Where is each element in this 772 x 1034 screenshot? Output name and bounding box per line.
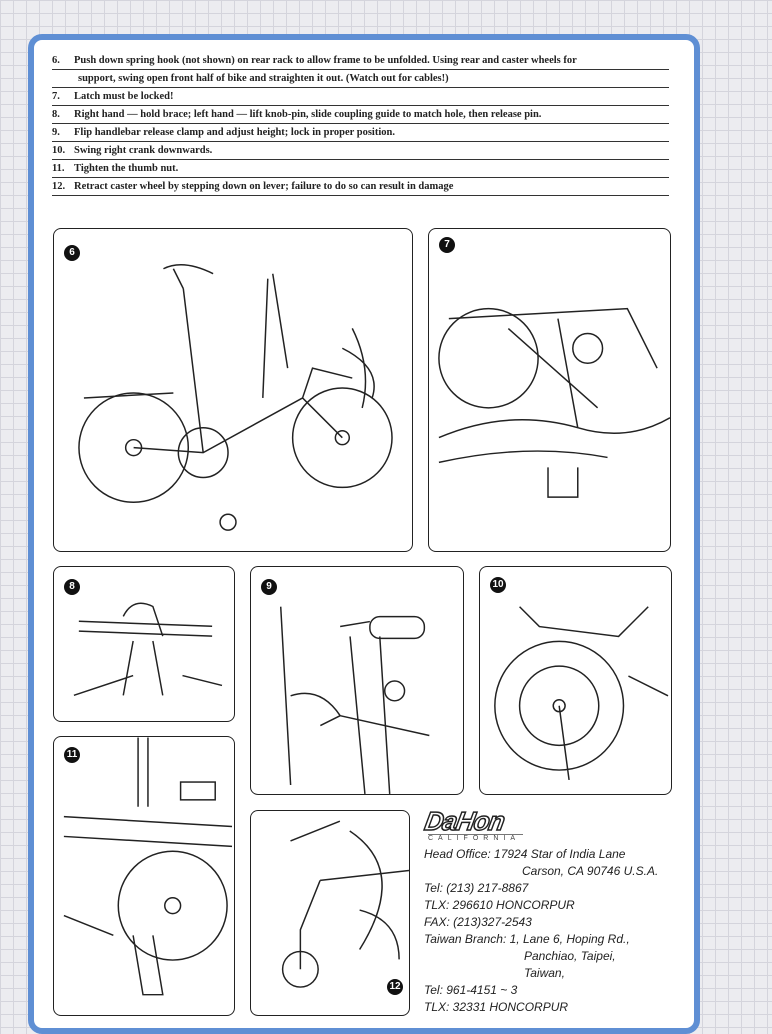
figure-12-caster-wheel: 12 xyxy=(250,810,410,1016)
figure-6-unfold-bike: 6 xyxy=(53,228,413,552)
figure-9-handlebar: 9 xyxy=(250,566,464,795)
caster-illustration xyxy=(281,820,409,988)
step-11: 11.Tighten the thumb nut. xyxy=(52,160,669,178)
coupling-illustration xyxy=(73,602,223,697)
dahon-logo-subtitle: CALIFORNIA xyxy=(428,834,523,842)
figure-11-thumb-nut: 11 xyxy=(53,736,235,1016)
figure-number: 8 xyxy=(64,579,80,595)
figure-7-latch: 7 xyxy=(428,228,671,552)
figure-10-crank: 10 xyxy=(479,566,672,795)
taiwan-branch-line: Taiwan Branch: 1, Lane 6, Hoping Rd., xyxy=(424,932,630,946)
taiwan-branch-telex: TLX: 32331 HONCORPUR xyxy=(424,1000,569,1014)
step-6: 6.Push down spring hook (not shown) on r… xyxy=(52,52,669,70)
head-office-line: Head Office: 17924 Star of India Lane xyxy=(424,847,626,861)
handlebar-illustration xyxy=(279,606,430,794)
bike-illustration xyxy=(78,264,393,531)
figure-number: 10 xyxy=(490,577,506,593)
thumb-nut-illustration xyxy=(63,737,233,996)
step-6-continued: support, swing open front half of bike a… xyxy=(52,70,669,88)
latch-illustration xyxy=(438,307,670,498)
step-12: 12.Retract caster wheel by stepping down… xyxy=(52,178,669,196)
taiwan-branch-city: Panchiao, Taipei, xyxy=(524,949,616,963)
taiwan-branch-tel: Tel: 961-4151 ~ 3 xyxy=(424,983,518,997)
figure-number: 6 xyxy=(64,245,80,261)
step-9: 9.Flip handlebar release clamp and adjus… xyxy=(52,124,669,142)
step-10: 10.Swing right crank downwards. xyxy=(52,142,669,160)
figure-number: 9 xyxy=(261,579,277,595)
step-7: 7.Latch must be locked! xyxy=(52,88,669,106)
dahon-logo: DaHon xyxy=(422,805,508,837)
head-office-city: Carson, CA 90746 U.S.A. xyxy=(522,864,659,878)
taiwan-branch-country: Taiwan, xyxy=(524,966,565,980)
step-8: 8.Right hand — hold brace; left hand — l… xyxy=(52,106,669,124)
figure-number: 12 xyxy=(387,979,403,995)
head-office-tel: Tel: (213) 217-8867 xyxy=(424,881,529,895)
figure-number: 7 xyxy=(439,237,455,253)
figure-number: 11 xyxy=(64,747,80,763)
crank-illustration xyxy=(494,606,669,781)
head-office-fax: FAX: (213)327-2543 xyxy=(424,915,532,929)
head-office-telex: TLX: 296610 HONCORPUR xyxy=(424,898,575,912)
figure-8-coupling: 8 xyxy=(53,566,235,722)
step-list: 6.Push down spring hook (not shown) on r… xyxy=(52,52,669,196)
contact-address: Head Office: 17924 Star of India Lane Ca… xyxy=(424,846,658,1016)
